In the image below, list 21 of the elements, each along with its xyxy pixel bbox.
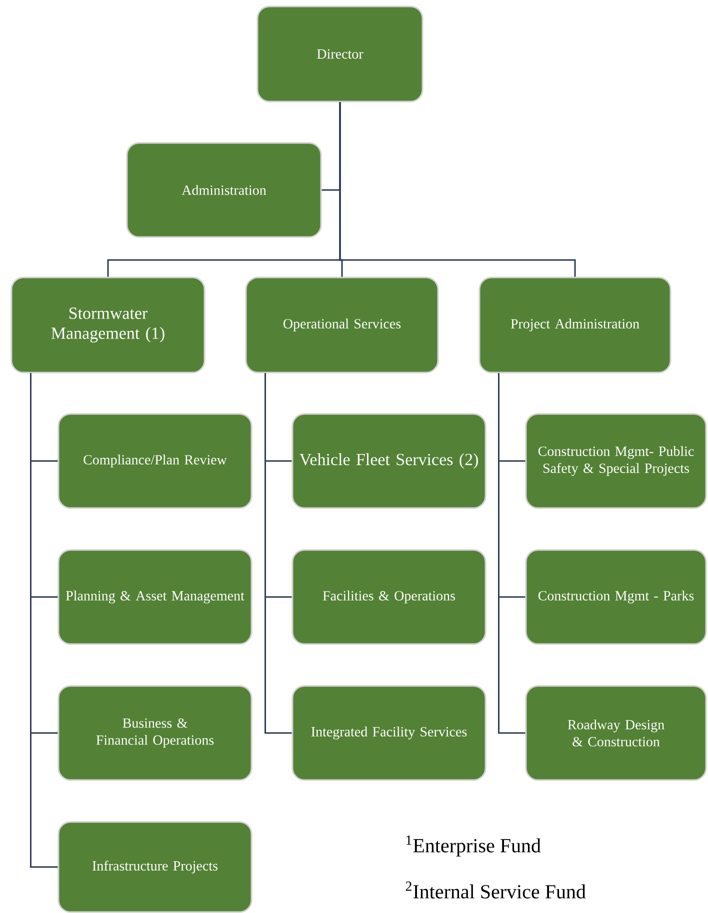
org-box: Compliance/Plan Review xyxy=(58,413,252,509)
connector-line xyxy=(339,102,576,277)
org-box: Facilities & Operations xyxy=(292,549,486,645)
org-box: Planning & Asset Management xyxy=(58,549,252,645)
org-box: Stormwater Management (1) xyxy=(10,276,206,374)
org-box: Construction Mgmt - Parks xyxy=(525,549,707,645)
connector-line xyxy=(30,373,58,868)
footnote: $^{2}$Internal Service Fund xyxy=(406,882,586,898)
org-box: Operational Services xyxy=(245,276,439,374)
connector-line xyxy=(498,373,526,734)
org-box: Director xyxy=(256,6,424,102)
org-box: Business & Financial Operations xyxy=(58,685,252,781)
org-box: Construction Mgmt- Public Safety & Special Projects xyxy=(525,413,707,509)
org-box: Vehicle Fleet Services (2) xyxy=(292,413,486,509)
org-box: Roadway Design & Construction xyxy=(525,685,707,781)
org-box: Infrastructure Projects xyxy=(58,821,252,913)
connector-line xyxy=(264,373,292,734)
org-box: Administration xyxy=(126,142,322,238)
org-box: Integrated Facility Services xyxy=(292,685,486,781)
org-box: Project Administration xyxy=(478,276,672,374)
footnote: $^{1}$Enterprise Fund xyxy=(406,835,541,856)
